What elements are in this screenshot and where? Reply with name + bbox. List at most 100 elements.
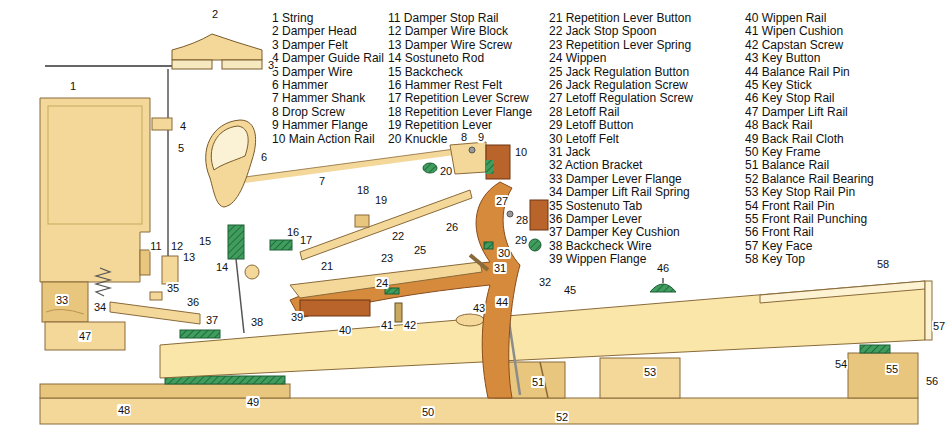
part-name: 54 Front Rail Pin (745, 200, 834, 213)
main-action-rail (486, 145, 510, 179)
wood-grain (46, 309, 84, 314)
knuckle (423, 163, 437, 173)
rail-felt (486, 160, 494, 174)
callout-number: 5 (177, 142, 185, 154)
part-name: 30 Letoff Felt (549, 133, 619, 146)
front-rail (848, 353, 918, 398)
part-name: 29 Letoff Button (549, 119, 634, 132)
damper-head (172, 34, 262, 60)
callout-number: 49 (246, 396, 260, 408)
part-name: 6 Hammer (272, 79, 328, 92)
letoff-screw (507, 211, 513, 217)
callout-number: 18 (356, 184, 370, 196)
hammer-felt (211, 126, 248, 170)
part-name: 38 Backcheck Wire (549, 240, 652, 253)
callout-number: 14 (215, 261, 229, 273)
hammer-butt (450, 142, 486, 174)
wippen (290, 262, 482, 298)
callout-number: 23 (380, 252, 394, 264)
callout-number: 57 (932, 320, 946, 332)
part-name: 1 String (272, 12, 313, 25)
callout-number: 24 (375, 277, 389, 289)
part-name: 15 Backcheck (388, 66, 463, 79)
callout-number: 43 (472, 302, 486, 314)
repetition-lever-flange (355, 215, 369, 227)
callout-number: 52 (555, 411, 569, 423)
part-name: 42 Capstan Screw (745, 39, 843, 52)
part-name: 21 Repetition Lever Button (549, 12, 691, 25)
damper-felt (222, 60, 262, 69)
damper-wire (167, 69, 169, 256)
callout-number: 46 (656, 262, 670, 274)
wippen-rail (300, 300, 370, 316)
callout-number: 45 (563, 284, 577, 296)
callout-number: 40 (338, 324, 352, 336)
letoff-felt (484, 242, 493, 249)
damper-guide-rail (152, 118, 172, 130)
capstan-screw (395, 303, 402, 322)
part-name: 27 Letoff Regulation Screw (549, 92, 693, 105)
callout-number: 12 (170, 240, 184, 252)
callout-number: 25 (413, 244, 427, 256)
callout-number: 26 (445, 221, 459, 233)
key-face (925, 281, 932, 340)
part-name: 10 Main Action Rail (272, 133, 375, 146)
part-name: 50 Key Frame (745, 146, 820, 159)
callout-number: 31 (493, 262, 507, 274)
part-name: 58 Key Top (745, 253, 805, 266)
callout-number: 22 (391, 230, 405, 242)
spring (96, 268, 110, 296)
part-name: 2 Damper Head (272, 25, 357, 38)
callout-number: 29 (514, 234, 528, 246)
part-name: 19 Repetition Lever (388, 119, 492, 132)
key-stick (160, 281, 925, 378)
drop-screw (469, 147, 475, 153)
part-name: 8 Drop Screw (272, 106, 345, 119)
callout-number: 4 (179, 120, 187, 132)
part-name: 28 Letoff Rail (549, 106, 620, 119)
part-name: 33 Damper Lever Flange (549, 173, 682, 186)
callout-number: 19 (374, 194, 388, 206)
part-name: 26 Jack Regulation Screw (549, 79, 688, 92)
callout-number: 21 (320, 260, 334, 272)
callout-number: 41 (380, 319, 394, 331)
callout-number: 35 (166, 282, 180, 294)
hammer-shank (245, 151, 462, 180)
callout-number: 37 (205, 314, 219, 326)
callout-number: 20 (439, 165, 453, 177)
damper-stop-rail (140, 250, 150, 275)
part-name: 11 Damper Stop Rail (388, 12, 499, 25)
part-name: 43 Key Button (745, 52, 820, 65)
callout-number: 58 (876, 258, 890, 270)
callout-number: 44 (495, 296, 509, 308)
sostenuto-tab (150, 292, 162, 300)
callout-number: 17 (299, 234, 313, 246)
callout-number: 34 (93, 301, 107, 313)
callout-number: 42 (403, 319, 417, 331)
part-name: 20 Knuckle (388, 133, 447, 146)
part-name: 49 Back Rail Cloth (745, 133, 844, 146)
callout-number: 13 (182, 251, 196, 263)
part-name: 17 Repetition Lever Screw (388, 92, 529, 105)
backcheck (228, 225, 244, 259)
callout-number: 6 (260, 151, 268, 163)
part-name: 31 Jack (549, 146, 590, 159)
key-frame (40, 398, 918, 424)
key-stop-rail-pin-block (600, 358, 680, 398)
action-cheek (40, 98, 150, 282)
part-name: 40 Wippen Rail (745, 12, 826, 25)
part-name: 23 Repetition Lever Spring (549, 39, 691, 52)
key-stop-rail (650, 284, 676, 292)
part-name: 3 Damper Felt (272, 39, 348, 52)
callout-number: 1 (69, 80, 77, 92)
hammer-shank-edge (245, 148, 462, 177)
part-name: 18 Repetition Lever Flange (388, 106, 532, 119)
key-button (456, 314, 484, 326)
part-name: 24 Wippen (549, 52, 606, 65)
part-name: 37 Damper Key Cushion (549, 226, 680, 239)
jack (470, 255, 488, 270)
part-name: 32 Action Bracket (549, 159, 642, 172)
callout-number: 2 (211, 8, 219, 20)
callout-number: 3 (267, 59, 275, 71)
